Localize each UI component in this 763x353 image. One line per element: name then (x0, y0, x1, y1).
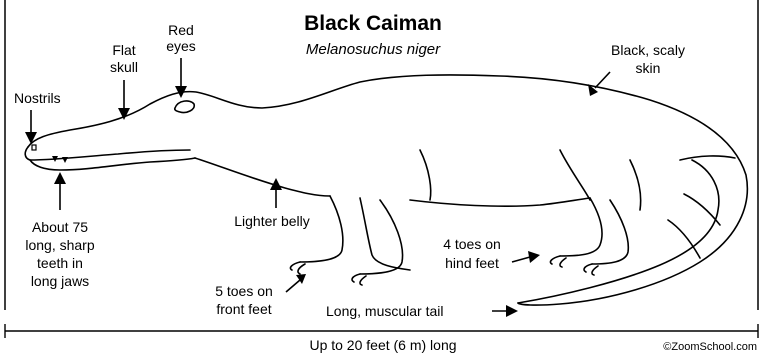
arrow-head-icon (528, 251, 540, 263)
length-caption: Up to 20 feet (6 m) long (309, 337, 456, 353)
flat-skull-line-2: skull (110, 59, 138, 75)
label-tail: Long, muscular tail (326, 303, 518, 319)
skin-line-2: skin (636, 60, 661, 76)
diagram-title: Black Caiman (304, 12, 442, 35)
front-feet-line-2: front feet (216, 301, 271, 317)
arrow-head-icon (506, 305, 518, 317)
scientific-name: Melanosuchus niger (306, 41, 441, 58)
teeth-line-3: teeth in (37, 255, 83, 271)
red-eyes-line-1: Red (168, 22, 194, 38)
length-scale-bar (5, 324, 758, 338)
nostrils-label: Nostrils (14, 90, 61, 106)
skin-line-1: Black, scaly (611, 42, 685, 58)
label-front-feet: 5 toes on front feet (215, 274, 306, 317)
label-teeth: About 75 long, sharp teeth in long jaws (25, 172, 94, 289)
caiman-outline (25, 75, 747, 305)
label-flat-skull: Flat skull (110, 42, 138, 120)
hind-feet-line-1: 4 toes on (443, 236, 501, 252)
front-feet-line-1: 5 toes on (215, 283, 273, 299)
belly-label: Lighter belly (234, 213, 310, 229)
teeth-line-1: About 75 (32, 219, 88, 235)
teeth-line-4: long jaws (31, 273, 89, 289)
label-nostrils: Nostrils (14, 90, 61, 144)
label-belly: Lighter belly (234, 178, 310, 229)
teeth-line-2: long, sharp (25, 237, 94, 253)
label-hind-feet: 4 toes on hind feet (443, 236, 540, 271)
flat-skull-line-1: Flat (112, 42, 135, 58)
credit-text: ©ZoomSchool.com (663, 341, 757, 353)
label-red-eyes: Red eyes (166, 22, 196, 98)
red-eyes-line-2: eyes (166, 38, 196, 54)
hind-feet-line-2: hind feet (445, 255, 499, 271)
arrow-head-icon (25, 132, 37, 144)
tail-label: Long, muscular tail (326, 303, 444, 319)
